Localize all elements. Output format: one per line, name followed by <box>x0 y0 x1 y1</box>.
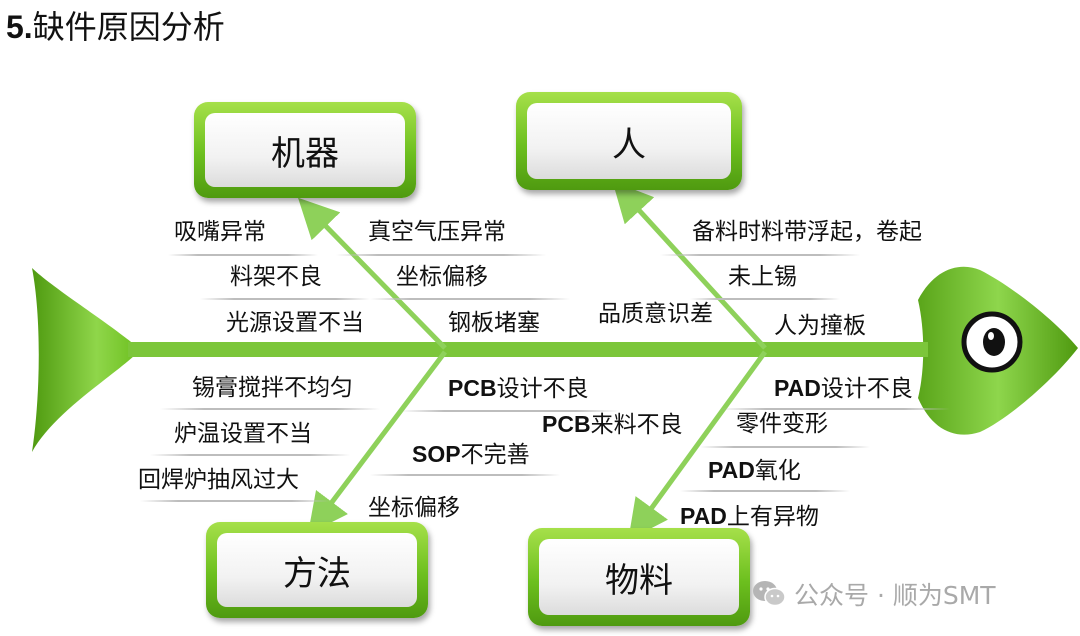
category-people: 人 <box>516 92 742 190</box>
cause-underline <box>400 410 620 412</box>
bone-people <box>612 181 767 350</box>
cause-method-sop: SOP不完善 <box>412 441 530 468</box>
cause-method-offset: 坐标偏移 <box>368 495 460 521</box>
category-material-label: 物料 <box>539 539 739 615</box>
category-method: 方法 <box>206 522 428 618</box>
bone-method <box>307 350 447 534</box>
cause-underline <box>168 254 318 256</box>
cause-underline <box>690 298 840 300</box>
cause-people-tape: 备料时料带浮起，卷起 <box>692 219 922 245</box>
cause-underline <box>200 298 370 300</box>
page-title: 5.缺件原因分析 <box>6 8 225 46</box>
cause-underline <box>150 454 350 456</box>
cause-method-pcb-design: PCB设计不良 <box>448 375 589 402</box>
category-material: 物料 <box>528 528 750 626</box>
cause-material-pcb-incoming: PCB来料不良 <box>542 411 683 438</box>
cause-underline <box>370 298 570 300</box>
bone-material <box>628 350 768 541</box>
cause-underline <box>370 474 560 476</box>
cause-machine-vacuum: 真空气压异常 <box>368 219 506 245</box>
cause-underline <box>680 490 850 492</box>
wechat-icon <box>752 579 786 609</box>
cause-material-deform: 零件变形 <box>736 411 828 437</box>
category-people-label: 人 <box>527 103 731 179</box>
watermark: 公众号 · 顺为SMT <box>752 576 996 612</box>
category-machine: 机器 <box>194 102 416 198</box>
cause-underline <box>660 254 860 256</box>
category-machine-label: 机器 <box>205 113 405 187</box>
cause-machine-light: 光源设置不当 <box>226 310 364 336</box>
cause-underline <box>720 408 950 410</box>
fish-spine <box>128 342 928 357</box>
cause-machine-offset: 坐标偏移 <box>396 264 488 290</box>
watermark-text: 公众号 · 顺为SMT <box>794 581 996 610</box>
bone-machine <box>298 197 447 350</box>
cause-machine-feeder: 料架不良 <box>230 264 322 290</box>
cause-people-bump: 人为撞板 <box>774 313 866 339</box>
fish-tail <box>32 268 140 452</box>
cause-underline <box>160 408 380 410</box>
cause-machine-nozzle: 吸嘴异常 <box>174 219 266 245</box>
cause-material-pad-oxide: PAD氧化 <box>708 457 801 484</box>
cause-people-quality: 品质意识差 <box>598 301 713 327</box>
cause-method-exhaust: 回焊炉抽风过大 <box>138 467 299 493</box>
cause-material-pad-foreign: PAD上有异物 <box>680 503 819 530</box>
cause-underline <box>140 500 330 502</box>
cause-method-profile: 炉温设置不当 <box>174 421 312 447</box>
cause-underline <box>700 446 870 448</box>
cause-method-paste: 锡膏搅拌不均匀 <box>192 375 353 401</box>
cause-material-pad-design: PAD设计不良 <box>774 375 913 402</box>
cause-people-nosolder: 未上锡 <box>728 264 797 290</box>
cause-underline <box>336 254 546 256</box>
category-method-label: 方法 <box>217 533 417 607</box>
cause-machine-stencil: 钢板堵塞 <box>448 310 540 336</box>
